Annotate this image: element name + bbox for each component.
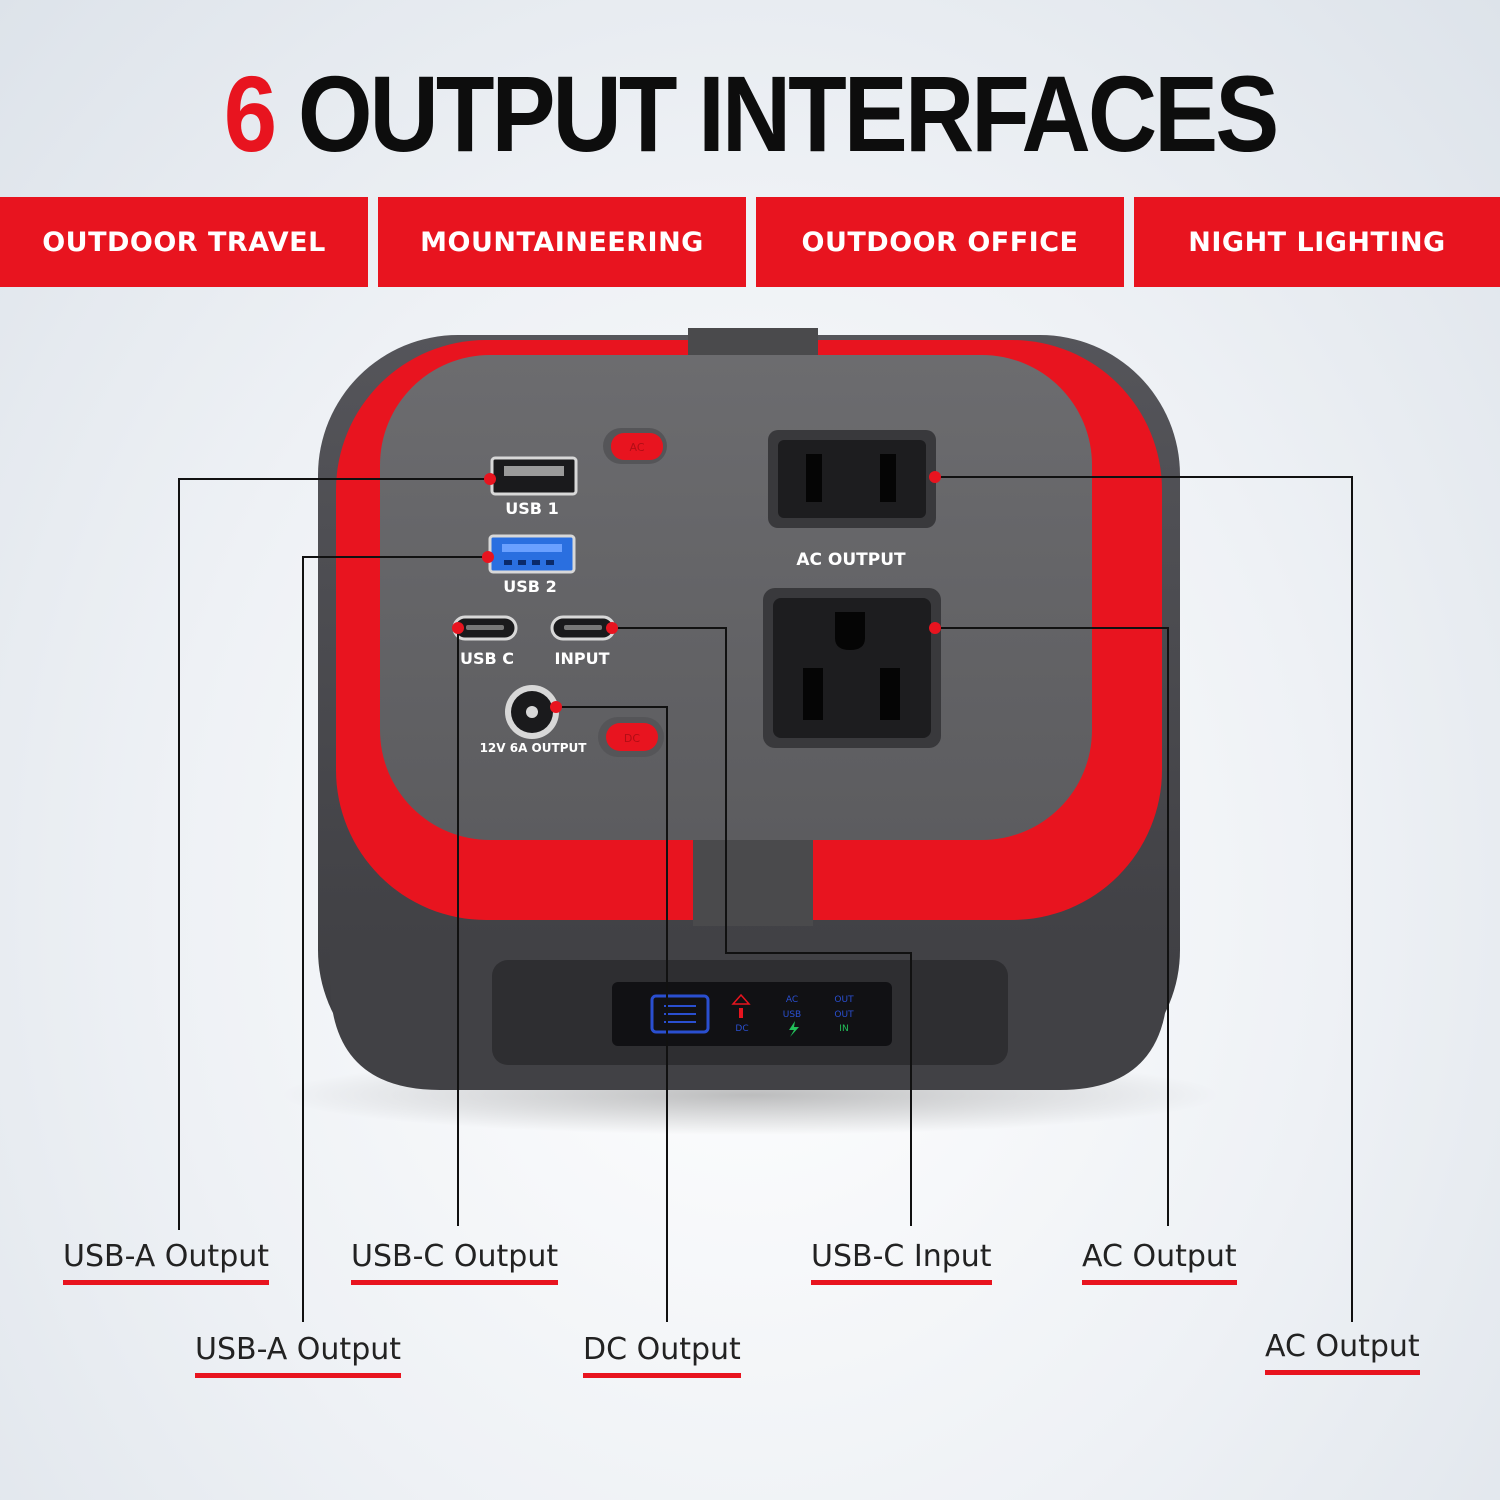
callout-ac-output-1: AC Output bbox=[1082, 1240, 1237, 1285]
ac-outlet-1[interactable] bbox=[778, 440, 926, 518]
callout-ac-output-2: AC Output bbox=[1265, 1330, 1420, 1375]
lcd-display bbox=[612, 982, 892, 1046]
headline-number: 6 bbox=[223, 54, 277, 175]
leader-dots bbox=[452, 471, 941, 713]
leader-lines bbox=[178, 476, 1353, 1322]
display-dc: DC bbox=[735, 1024, 748, 1034]
scenario-tabs: OUTDOOR TRAVEL MOUNTAINEERING OUTDOOR OF… bbox=[0, 197, 1500, 287]
input-label: INPUT bbox=[555, 649, 610, 668]
callout-usb-c-input: USB-C Input bbox=[811, 1240, 992, 1285]
callout-dc-output: DC Output bbox=[583, 1333, 741, 1378]
temperature-icon bbox=[739, 1008, 743, 1018]
callout-usb-a-output-1: USB-A Output bbox=[63, 1240, 270, 1285]
ground-pin bbox=[835, 612, 865, 650]
callout-usb-c-output: USB-C Output bbox=[351, 1240, 559, 1285]
ac-button-label: AC bbox=[629, 441, 644, 454]
dc-button-label: DC bbox=[624, 732, 640, 745]
usb2-port[interactable] bbox=[488, 534, 576, 574]
battery-icon bbox=[650, 994, 710, 1034]
headline: 6 OUTPUT INTERFACES bbox=[0, 53, 1500, 176]
headline-text: OUTPUT INTERFACES bbox=[297, 54, 1279, 175]
display-usb: USB bbox=[783, 1010, 801, 1020]
usb2-label: USB 2 bbox=[503, 577, 556, 596]
warning-icon bbox=[731, 993, 751, 1005]
ac-output-label: AC OUTPUT bbox=[796, 550, 906, 570]
tab-night-lighting[interactable]: NIGHT LIGHTING bbox=[1134, 197, 1500, 287]
tab-outdoor-travel[interactable]: OUTDOOR TRAVEL bbox=[0, 197, 368, 287]
handle-gap-bottom bbox=[693, 836, 813, 926]
ac-button[interactable] bbox=[611, 433, 663, 460]
charging-bolt-icon bbox=[789, 1021, 799, 1037]
display-ac: AC bbox=[786, 995, 798, 1005]
usbc-label: USB C bbox=[460, 649, 514, 668]
display-ac-out: OUT bbox=[834, 995, 854, 1005]
callout-usb-a-output-2: USB-A Output bbox=[195, 1333, 402, 1378]
usb1-label: USB 1 bbox=[505, 499, 558, 518]
top-panel bbox=[380, 355, 1092, 840]
display-in: IN bbox=[839, 1024, 848, 1034]
tab-mountaineering[interactable]: MOUNTAINEERING bbox=[378, 197, 746, 287]
display-usb-out: OUT bbox=[834, 1010, 854, 1020]
tab-outdoor-office[interactable]: OUTDOOR OFFICE bbox=[756, 197, 1124, 287]
dc-port-label: 12V 6A OUTPUT bbox=[480, 741, 588, 755]
dc-button[interactable] bbox=[606, 723, 658, 751]
